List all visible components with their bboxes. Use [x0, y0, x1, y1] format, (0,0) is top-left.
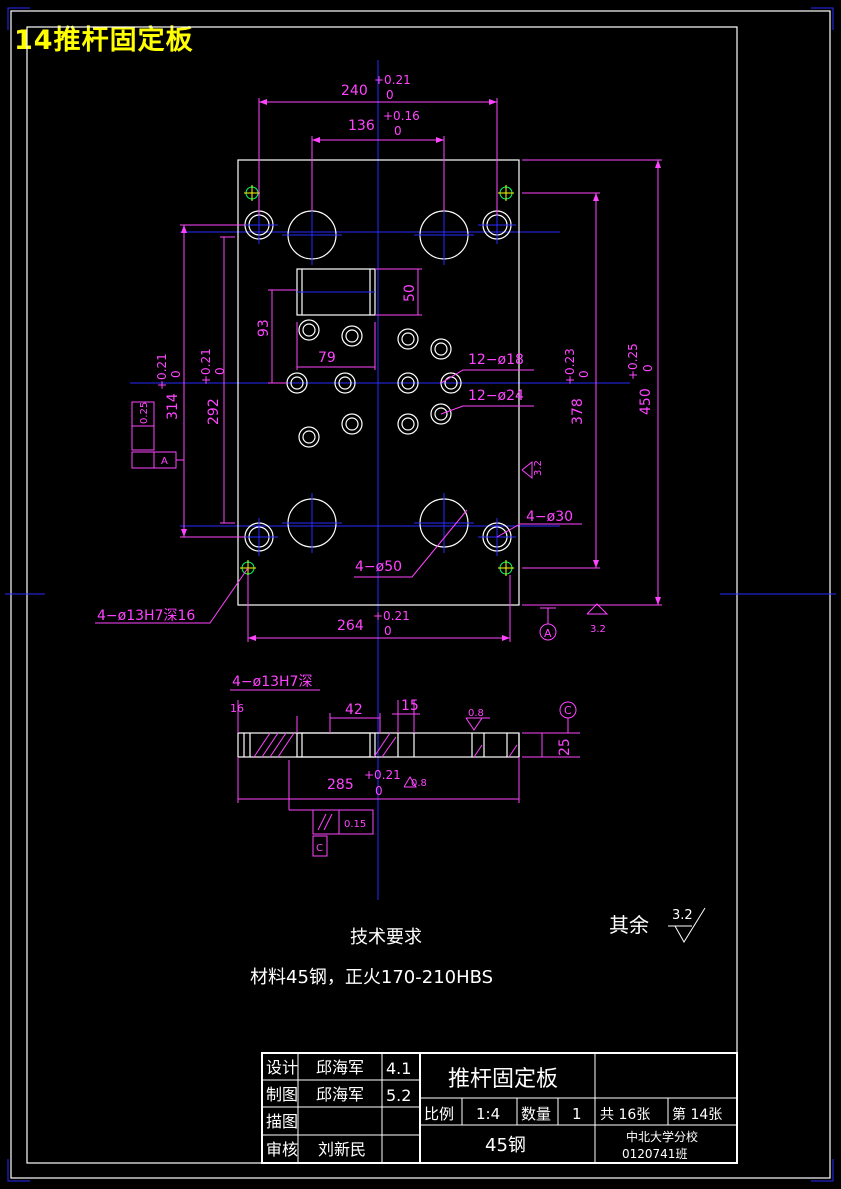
side-view — [237, 732, 520, 758]
tb-qty-value: 1 — [572, 1105, 582, 1123]
notes-material: 材料45钢，正火170-210HBS — [250, 967, 493, 988]
datum-a: A — [544, 627, 552, 640]
tb-sheet-no: 第 14张 — [672, 1106, 722, 1123]
inner-frame — [26, 26, 738, 1164]
dim-314: 314 — [165, 393, 181, 420]
outer-frame — [10, 10, 831, 1179]
side-dim-15: 15 — [401, 698, 419, 714]
dim-264: 264 — [337, 618, 364, 634]
title-block-grid — [261, 1052, 738, 1164]
dim-314-tol-dn: 0 — [169, 370, 183, 378]
side-dim-285-tol-up: +0.21 — [364, 768, 401, 782]
tb-draw-label: 制图 — [266, 1085, 298, 1104]
parallel-datum: C — [316, 843, 323, 854]
roughness-top: 3.2 — [590, 624, 606, 635]
side-datum-c: C — [564, 704, 572, 717]
tb-scale-label: 比例 — [424, 1105, 454, 1123]
slot — [296, 268, 376, 316]
roughness-right: 3.2 — [533, 460, 544, 476]
dim-314-tol-up: +0.21 — [155, 353, 169, 390]
dim-450-tol-up: +0.25 — [626, 343, 640, 380]
tb-school: 中北大学分校 — [626, 1129, 698, 1144]
centerlines — [5, 60, 836, 900]
side-dim-285: 285 — [327, 777, 354, 793]
tb-review-name: 刘新民 — [318, 1140, 366, 1159]
dim-79: 79 — [318, 350, 336, 366]
tb-design-name: 邱海军 — [316, 1058, 364, 1077]
dim-378-tol-dn: 0 — [577, 370, 591, 378]
callout-4-13: 4−ø13H7深16 — [97, 608, 195, 624]
callout-12-24: 12−ø24 — [468, 388, 524, 404]
side-depth-16: 16 — [230, 702, 244, 715]
dim-240-tol-dn: 0 — [386, 88, 394, 102]
dim-450: 450 — [638, 388, 654, 415]
plate-outline — [237, 159, 520, 606]
tb-material: 45钢 — [485, 1135, 526, 1156]
parallel-value: 0.15 — [344, 819, 366, 830]
side-r08b: 0.8 — [411, 778, 427, 789]
rest-roughness — [668, 907, 706, 943]
dim-378: 378 — [570, 398, 586, 425]
tb-review-label: 审核 — [266, 1140, 298, 1159]
callout-12-18: 12−ø18 — [468, 352, 524, 368]
side-dim-25: 25 — [557, 738, 573, 756]
dim-50: 50 — [402, 284, 418, 302]
tb-design-date: 4.1 — [386, 1059, 411, 1078]
notes-heading: 技术要求 — [350, 927, 422, 948]
side-callout-13: 4−ø13H7深 — [232, 674, 312, 690]
holes-18-24 — [286, 319, 462, 448]
tb-trace-label: 描图 — [266, 1112, 298, 1131]
dim-264-tol-dn: 0 — [384, 624, 392, 638]
dim-136-tol-up: +0.16 — [383, 109, 420, 123]
dim-93: 93 — [256, 319, 272, 337]
callout-4-50: 4−ø50 — [355, 559, 402, 575]
tb-scale-value: 1:4 — [476, 1105, 500, 1123]
tb-class: 0120741班 — [622, 1147, 687, 1161]
side-r08: 0.8 — [468, 708, 484, 719]
rest-label: 其余 — [609, 913, 649, 937]
tol-datum: A — [161, 456, 168, 467]
dim-378-tol-up: +0.23 — [563, 348, 577, 385]
side-dim-285-tol-dn: 0 — [375, 784, 383, 798]
holes-13 — [241, 186, 513, 575]
dim-136-tol-dn: 0 — [394, 124, 402, 138]
dim-292-tol-dn: 0 — [213, 367, 227, 375]
frames — [7, 7, 834, 1182]
dim-292: 292 — [206, 398, 222, 425]
dim-292-tol-up: +0.21 — [199, 348, 213, 385]
tb-sheets: 共 16张 — [600, 1107, 650, 1123]
dim-240: 240 — [341, 83, 368, 99]
frame-arrows — [10, 10, 831, 1179]
tb-part-name: 推杆固定板 — [448, 1067, 558, 1092]
tb-draw-date: 5.2 — [386, 1086, 411, 1105]
top-dims — [95, 98, 662, 642]
rest-value: 3.2 — [672, 908, 693, 923]
drawing-title: 14推杆固定板 — [14, 25, 194, 56]
dim-240-tol-up: +0.21 — [374, 73, 411, 87]
tol-value: 0.25 — [139, 402, 150, 424]
tb-draw-name: 邱海军 — [316, 1085, 364, 1104]
callout-4-30: 4−ø30 — [526, 509, 573, 525]
dim-136: 136 — [348, 118, 375, 134]
dim-264-tol-up: +0.21 — [373, 609, 410, 623]
side-dim-42: 42 — [345, 702, 363, 718]
tb-design-label: 设计 — [266, 1058, 298, 1077]
dim-450-tol-dn: 0 — [641, 364, 655, 372]
side-hatch — [230, 689, 580, 857]
tb-qty-label: 数量 — [521, 1105, 551, 1123]
